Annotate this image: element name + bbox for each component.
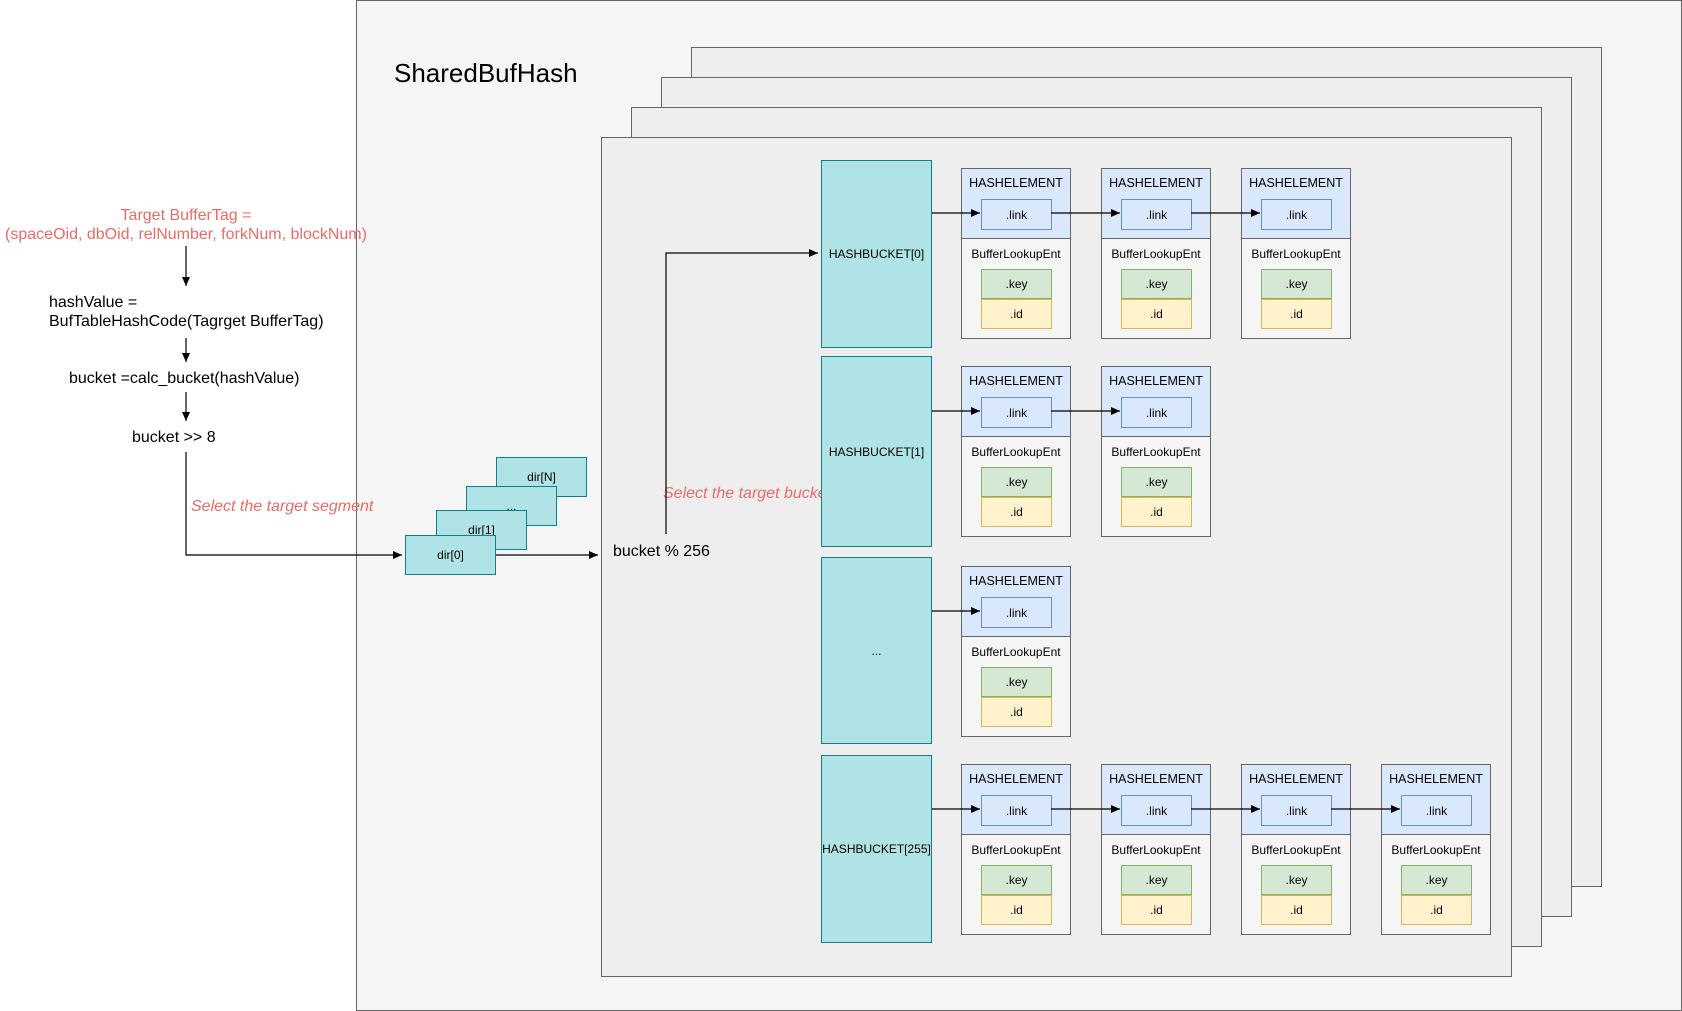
diagram-title: SharedBufHash (394, 58, 578, 88)
hash-element-title: HASHELEMENT (969, 574, 1063, 588)
target-buffertag-line2: (spaceOid, dbOid, relNumber, forkNum, bl… (5, 226, 367, 243)
lookup-entry-label: BufferLookupEnt (971, 247, 1061, 261)
lookup-entry-label: BufferLookupEnt (1251, 843, 1341, 857)
key-field: .key (1121, 269, 1192, 299)
shift-label: bucket >> 8 (132, 429, 216, 446)
id-field: .id (1261, 299, 1332, 329)
flow-arrow-shift-to-dir (185, 452, 402, 559)
hash-element-title: HASHELEMENT (1109, 772, 1203, 786)
id-field: .id (1401, 895, 1472, 925)
hash-element-header: HASHELEMENT .link (1242, 169, 1350, 239)
hash-element-header: HASHELEMENT .link (962, 765, 1070, 835)
link-field: .link (1121, 795, 1192, 826)
directory-entry: dir[N] (496, 457, 587, 497)
hash-element-title: HASHELEMENT (969, 374, 1063, 388)
hash-element-header: HASHELEMENT .link (962, 567, 1070, 637)
id-field: .id (981, 299, 1052, 329)
hash-element-header: HASHELEMENT .link (962, 169, 1070, 239)
key-field: .key (981, 269, 1052, 299)
hash-element-title: HASHELEMENT (969, 176, 1063, 190)
hash-bucket: HASHBUCKET[0] (821, 160, 932, 348)
hash-element-title: HASHELEMENT (969, 772, 1063, 786)
hash-value-line2: BufTableHashCode(Tagrget BufferTag) (49, 313, 324, 330)
hash-bucket: HASHBUCKET[1] (821, 356, 932, 547)
hash-bucket: HASHBUCKET[255] (821, 755, 932, 943)
id-field: .id (1121, 299, 1192, 329)
lookup-entry-label: BufferLookupEnt (1111, 445, 1201, 459)
hash-element-title: HASHELEMENT (1109, 374, 1203, 388)
hash-element-header: HASHELEMENT .link (1382, 765, 1490, 835)
link-field: .link (1121, 397, 1192, 428)
link-field: .link (1261, 199, 1332, 230)
link-field: .link (981, 795, 1052, 826)
link-field: .link (981, 397, 1052, 428)
select-segment-note: Select the target segment (191, 498, 374, 515)
lookup-entry-label: BufferLookupEnt (1111, 247, 1201, 261)
hash-value-line1: hashValue = (49, 294, 138, 311)
target-buffertag-line1: Target BufferTag = (120, 207, 252, 224)
hash-element-header: HASHELEMENT .link (1102, 169, 1210, 239)
lookup-entry-label: BufferLookupEnt (971, 645, 1061, 659)
lookup-entry-label: BufferLookupEnt (1251, 247, 1341, 261)
link-field: .link (1121, 199, 1192, 230)
id-field: .id (981, 697, 1052, 727)
hash-value-label: hashValue = BufTableHashCode(Tagrget Buf… (49, 293, 324, 331)
id-field: .id (1121, 895, 1192, 925)
lookup-entry-label: BufferLookupEnt (1391, 843, 1481, 857)
hash-element-title: HASHELEMENT (1249, 176, 1343, 190)
hash-element-header: HASHELEMENT .link (962, 367, 1070, 437)
key-field: .key (981, 467, 1052, 497)
lookup-entry-label: BufferLookupEnt (971, 445, 1061, 459)
hash-element-title: HASHELEMENT (1109, 176, 1203, 190)
hash-element-title: HASHELEMENT (1249, 772, 1343, 786)
key-field: .key (1121, 865, 1192, 895)
id-field: .id (981, 895, 1052, 925)
id-field: .id (981, 497, 1052, 527)
hash-element-header: HASHELEMENT .link (1102, 765, 1210, 835)
link-field: .link (981, 597, 1052, 628)
hash-bucket: ... (821, 557, 932, 744)
lookup-entry-label: BufferLookupEnt (1111, 843, 1201, 857)
modulo-label: bucket % 256 (613, 543, 710, 560)
key-field: .key (1261, 865, 1332, 895)
key-field: .key (1401, 865, 1472, 895)
lookup-entry-label: BufferLookupEnt (971, 843, 1061, 857)
id-field: .id (1261, 895, 1332, 925)
link-field: .link (981, 199, 1052, 230)
hash-element-title: HASHELEMENT (1389, 772, 1483, 786)
flow-arrow-modulo-to-bucket (665, 249, 818, 534)
key-field: .key (981, 667, 1052, 697)
calc-bucket-label: bucket =calc_bucket(hashValue) (69, 370, 300, 387)
key-field: .key (981, 865, 1052, 895)
hash-element-header: HASHELEMENT .link (1242, 765, 1350, 835)
directory-entry: dir[0] (405, 535, 496, 575)
key-field: .key (1261, 269, 1332, 299)
key-field: .key (1121, 467, 1192, 497)
select-bucket-note: Select the target bucket (663, 485, 832, 502)
link-field: .link (1261, 795, 1332, 826)
id-field: .id (1121, 497, 1192, 527)
target-buffertag-label: Target BufferTag = (spaceOid, dbOid, rel… (0, 206, 372, 244)
link-field: .link (1401, 795, 1472, 826)
hash-element-header: HASHELEMENT .link (1102, 367, 1210, 437)
